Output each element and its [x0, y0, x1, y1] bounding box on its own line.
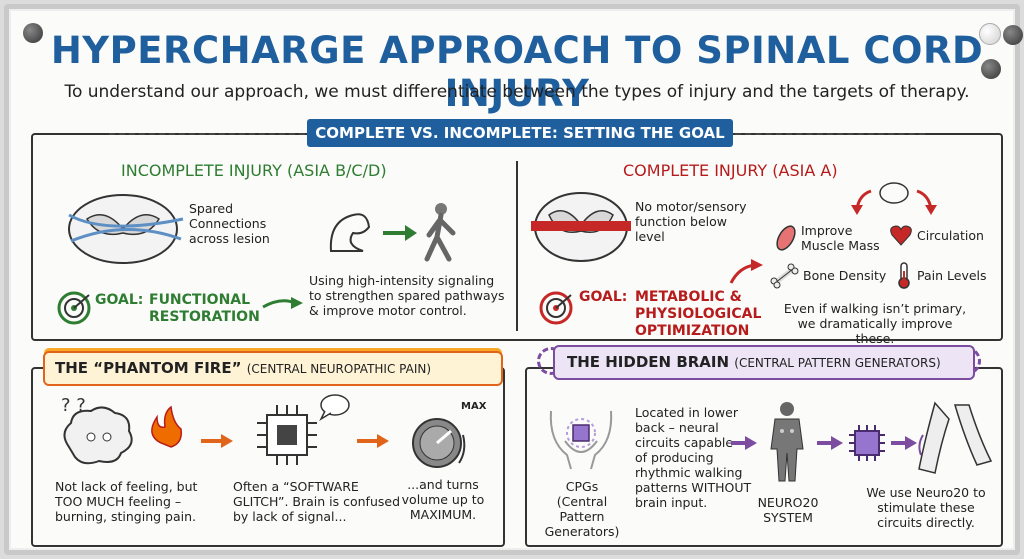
goal-metabolic-optimization: METABOLIC & PHYSIOLOGICAL OPTIMIZATION	[635, 289, 762, 339]
knob-max-label: MAX	[461, 401, 487, 412]
chip-icon	[849, 425, 885, 461]
method-text: Using high-intensity signaling to streng…	[309, 273, 505, 318]
magnet-icon	[979, 23, 1001, 45]
column-divider	[516, 161, 518, 331]
hidden-brain-banner: THE HIDDEN BRAIN (CENTRAL PATTERN GENERA…	[553, 345, 975, 380]
goal-functional-restoration: FUNCTIONAL RESTORATION	[149, 292, 260, 325]
spinal-cord-cut-icon	[531, 192, 631, 262]
magnet-icon	[981, 59, 1001, 79]
no-function-text: No motor/sensory function below level	[635, 199, 747, 244]
divider	[735, 133, 925, 135]
volume-description: ...and turns volume up to MAXIMUM.	[401, 477, 485, 522]
whiteboard: HYPERCHARGE APPROACH TO SPINAL CORD INJU…	[4, 4, 1023, 555]
spared-text: Spared Connections across lesion	[189, 201, 270, 246]
goal-label: GOAL:	[95, 292, 144, 308]
pain-description: Not lack of feeling, but TOO MUCH feelin…	[55, 479, 198, 524]
final-description: We use Neuro20 to stimulate these circui…	[866, 485, 986, 530]
arrow-icon	[729, 259, 763, 284]
cpg-description: Located in lower back – neural circuits …	[635, 405, 752, 510]
arrow-icon	[201, 434, 233, 448]
magnet-icon	[23, 23, 43, 43]
incomplete-heading: INCOMPLETE INJURY (ASIA B/C/D)	[121, 161, 387, 180]
spine-cycle-icon	[851, 182, 937, 215]
phantom-fire-banner: THE “PHANTOM FIRE” (CENTRAL NEUROPATHIC …	[43, 351, 503, 386]
arm-to-walking-icon	[329, 203, 456, 262]
arrow-icon	[817, 436, 843, 450]
neuro20-suit-icon	[770, 402, 804, 482]
muscle-icon	[776, 225, 796, 251]
page-subtitle: To understand our approach, we must diff…	[64, 82, 970, 102]
arrow-icon	[731, 436, 757, 450]
page-title: HYPERCHARGE APPROACH TO SPINAL CORD INJU…	[50, 29, 984, 115]
divider	[109, 133, 305, 135]
cpg-label: CPGs (Central Pattern Generators)	[544, 479, 620, 539]
volume-knob-icon	[412, 418, 466, 468]
bone-icon	[770, 263, 799, 289]
benefits-note: Even if walking isn’t primary, we dramat…	[783, 301, 967, 346]
heart-icon	[890, 225, 912, 246]
target-icon	[539, 291, 573, 325]
goal-label: GOAL:	[579, 289, 628, 305]
arrow-icon	[262, 297, 303, 309]
brain-fire-icon	[63, 405, 183, 465]
pelvis-icon	[549, 410, 613, 470]
neuro20-label: NEURO20 SYSTEM	[757, 495, 819, 525]
walking-legs-icon	[918, 401, 993, 474]
benefit-pain: Pain Levels	[917, 268, 987, 283]
thermometer-icon	[898, 262, 910, 289]
complete-heading: COMPLETE INJURY (ASIA A)	[623, 161, 838, 180]
chip-glitch-icon	[257, 394, 350, 465]
benefit-muscle: Improve Muscle Mass	[801, 223, 880, 253]
target-icon	[57, 291, 91, 325]
section-banner: COMPLETE VS. INCOMPLETE: SETTING THE GOA…	[307, 119, 733, 147]
arrow-icon	[891, 436, 917, 450]
benefit-bone: Bone Density	[803, 268, 887, 283]
arrow-icon	[357, 434, 389, 448]
glitch-description: Often a “SOFTWARE GLITCH”. Brain is conf…	[233, 479, 401, 524]
spinal-cord-partial-icon	[68, 194, 184, 264]
benefit-circulation: Circulation	[917, 228, 984, 243]
magnet-icon	[1003, 25, 1023, 45]
